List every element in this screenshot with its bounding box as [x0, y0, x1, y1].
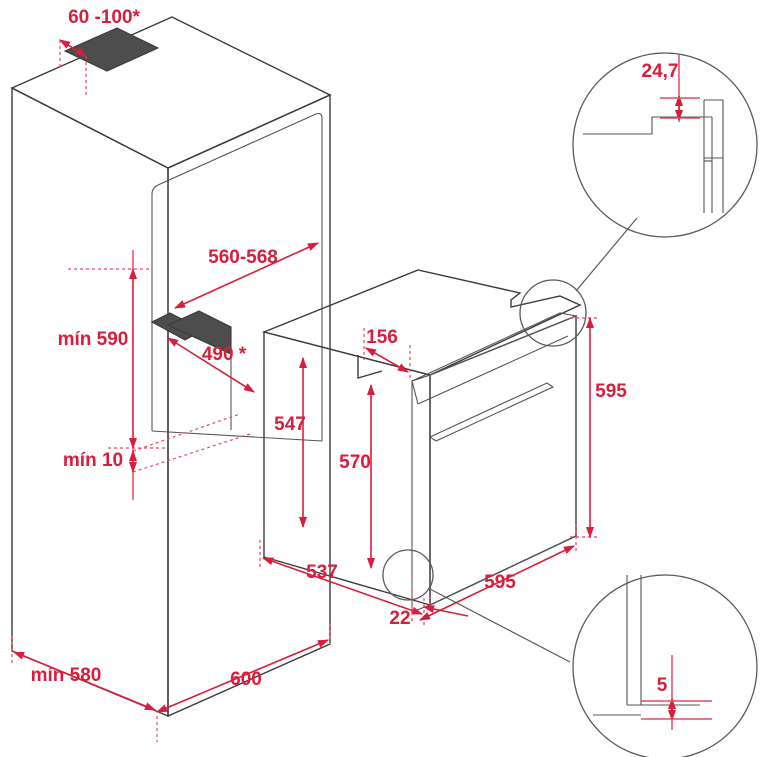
- detail-marker-top: [519, 279, 587, 347]
- dim-cabinet-depth: [11, 636, 158, 742]
- detail-marker-bottom: [382, 549, 434, 601]
- label-vent-top: 60 -100*: [68, 7, 140, 28]
- label-bottom-gap: mín 10: [63, 450, 123, 471]
- label-cavity-depth: 570: [339, 452, 371, 473]
- dim-bottom-gap: [128, 413, 251, 474]
- label-body-height: 547: [274, 414, 306, 435]
- dim-vent-depth: [167, 337, 255, 393]
- detail-view-top-right: [572, 52, 758, 238]
- dim-vent-top: [59, 39, 87, 95]
- label-niche-width: 560-568: [208, 247, 278, 268]
- dim-panel-height: [363, 328, 411, 380]
- cabinet-housing-outline: [10, 16, 332, 718]
- oven-body-outline: [261, 269, 582, 613]
- label-front-height: 595: [595, 381, 627, 402]
- label-niche-height: mín 590: [58, 329, 129, 350]
- cabinet-niche-opening: [151, 112, 323, 442]
- label-cabinet-width: 600: [230, 669, 262, 690]
- dim-cabinet-width: [155, 624, 331, 713]
- label-vent-depth: 490 *: [202, 344, 247, 365]
- dim-door-overhang: [411, 588, 469, 622]
- detail-view-bottom-right: [572, 574, 758, 757]
- label-detail-top-value: 24,7: [642, 61, 679, 82]
- dim-front-height: [570, 316, 600, 539]
- label-detail-bottom-value: 5: [657, 675, 668, 696]
- label-door-overhang: 22: [389, 608, 410, 629]
- dim-niche-width: [173, 242, 320, 309]
- leader-line-bottom-detail: [427, 587, 571, 663]
- label-cabinet-depth: mín 580: [31, 665, 102, 686]
- leader-line-top-detail: [575, 217, 638, 292]
- label-body-depth: 537: [306, 562, 338, 583]
- cabinet-top-vent-strip: [63, 27, 160, 72]
- dim-front-width: [418, 524, 577, 621]
- label-panel-height: 156: [366, 327, 398, 348]
- label-front-width: 595: [484, 572, 516, 593]
